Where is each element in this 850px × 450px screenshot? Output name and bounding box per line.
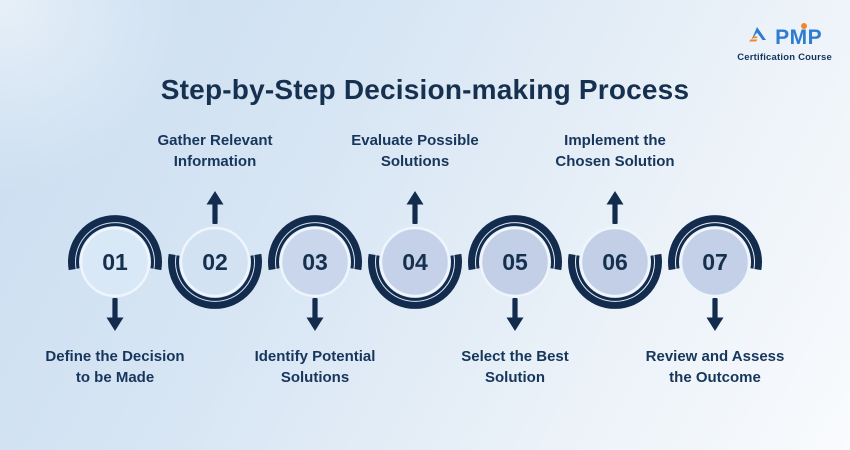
step-02: Gather Relevant Information xyxy=(157,130,273,394)
step-label-below: Define the Decision to be Made xyxy=(45,348,185,387)
step-number: 06 xyxy=(602,249,628,275)
step-label-below: Review and Assess the Outcome xyxy=(645,348,785,387)
arrow-up-icon xyxy=(606,191,624,224)
step-circle-fill xyxy=(379,226,451,298)
step-label-above: Implement the Chosen Solution xyxy=(555,132,675,171)
step-circle: 01 xyxy=(67,214,163,310)
step-circle: 03 xyxy=(267,214,363,310)
arc-bottom xyxy=(568,253,662,309)
step-circle-fill xyxy=(579,226,651,298)
step-label-above: Gather Relevant Information xyxy=(157,132,273,171)
brand-dot-icon xyxy=(800,23,807,29)
arc-bottom xyxy=(168,253,262,309)
step-03: 03 Identify Potential Solutions xyxy=(255,130,375,394)
step-label-above: Evaluate Possible Solutions xyxy=(351,132,479,171)
arrow-up-icon xyxy=(406,191,424,224)
step-circle: 07 xyxy=(667,214,763,310)
arrow-up-icon xyxy=(206,191,224,224)
step-label-below: Identify Potential Solutions xyxy=(254,348,376,387)
arrow-down-icon xyxy=(306,298,324,331)
step-circle: 02 xyxy=(167,214,263,310)
brand-wordmark: PMP xyxy=(775,23,822,48)
arc-top xyxy=(668,215,762,271)
step-number: 04 xyxy=(402,249,428,275)
step-circle-fill xyxy=(79,226,151,298)
arrow-down-icon xyxy=(706,298,724,331)
step-circle: 04 xyxy=(367,214,463,310)
arrow-down-icon xyxy=(506,298,524,331)
arrow-down-icon xyxy=(106,298,124,331)
brand-subtitle: Certification Course xyxy=(737,52,832,63)
step-number: 02 xyxy=(202,249,228,275)
step-label-below: Select the Best Solution xyxy=(461,348,569,387)
step-04: Evaluate Possible Solutions xyxy=(351,130,479,394)
step-circle-fill xyxy=(179,226,251,298)
step-05: 05 Select the Best Solution xyxy=(461,130,569,394)
step-circle-fill xyxy=(679,226,751,298)
steps-row: 01 Define the Decision to be Made Gather… xyxy=(45,130,784,394)
step-number: 03 xyxy=(302,249,328,275)
step-01: 01 Define the Decision to be Made xyxy=(45,130,185,394)
step-circle-fill xyxy=(479,226,551,298)
page-title: Step-by-Step Decision-making Process xyxy=(160,74,690,105)
arc-top xyxy=(468,215,562,271)
arc-bottom xyxy=(368,253,462,309)
step-circle: 05 xyxy=(467,214,563,310)
step-number: 05 xyxy=(502,249,528,275)
arc-top xyxy=(68,215,162,271)
step-circle: 06 xyxy=(567,214,663,310)
logo-triangle-icon xyxy=(747,26,771,49)
step-number: 07 xyxy=(702,249,728,275)
step-number: 01 xyxy=(102,249,128,275)
brand-logo: PMP Certification Course xyxy=(737,23,832,63)
arc-top xyxy=(268,215,362,271)
step-07: 07 Review and Assess the Outcome xyxy=(646,130,784,394)
step-circle-fill xyxy=(279,226,351,298)
step-06: Implement the Chosen Solution xyxy=(555,130,675,394)
